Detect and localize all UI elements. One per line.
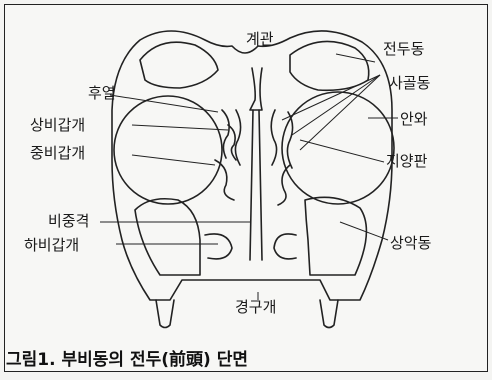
- middle-turbinate: [215, 160, 234, 200]
- label-middle-turbinate: 중비갑개: [30, 146, 85, 161]
- frontal-sinus-right: [290, 41, 369, 90]
- inferior-turbinate: [205, 234, 232, 259]
- figure-caption: 그림1. 부비동의 전두(前頭) 단면: [6, 345, 248, 370]
- nasal-septum: [250, 110, 262, 260]
- tooth-right: [320, 300, 338, 328]
- maxillary-sinus-left: [135, 199, 200, 275]
- tooth-left: [156, 300, 174, 328]
- frontal-sinus-left: [140, 42, 218, 88]
- label-frontal-sinus: 전두동: [383, 42, 424, 57]
- label-superior-turbinate: 상비갑개: [30, 118, 85, 133]
- label-crista-galli: 계관: [246, 32, 274, 47]
- orbit-left: [114, 96, 222, 204]
- label-maxillary-sinus: 상악동: [390, 236, 431, 251]
- label-posterior-ethmoid: 후열: [88, 86, 116, 101]
- label-ethmoid-sinus: 사골동: [389, 76, 430, 91]
- label-hard-palate: 경구개: [235, 300, 276, 315]
- label-orbit: 안와: [400, 112, 428, 127]
- maxillary-sinus-right: [305, 197, 366, 275]
- label-inferior-turbinate: 하비갑개: [24, 238, 79, 253]
- crista-galli: [250, 68, 262, 110]
- label-lamina-papyracea: 지양판: [386, 154, 427, 169]
- label-nasal-septum: 비중격: [48, 214, 89, 229]
- right-turbinates: [274, 165, 296, 259]
- orbit-right: [282, 92, 394, 204]
